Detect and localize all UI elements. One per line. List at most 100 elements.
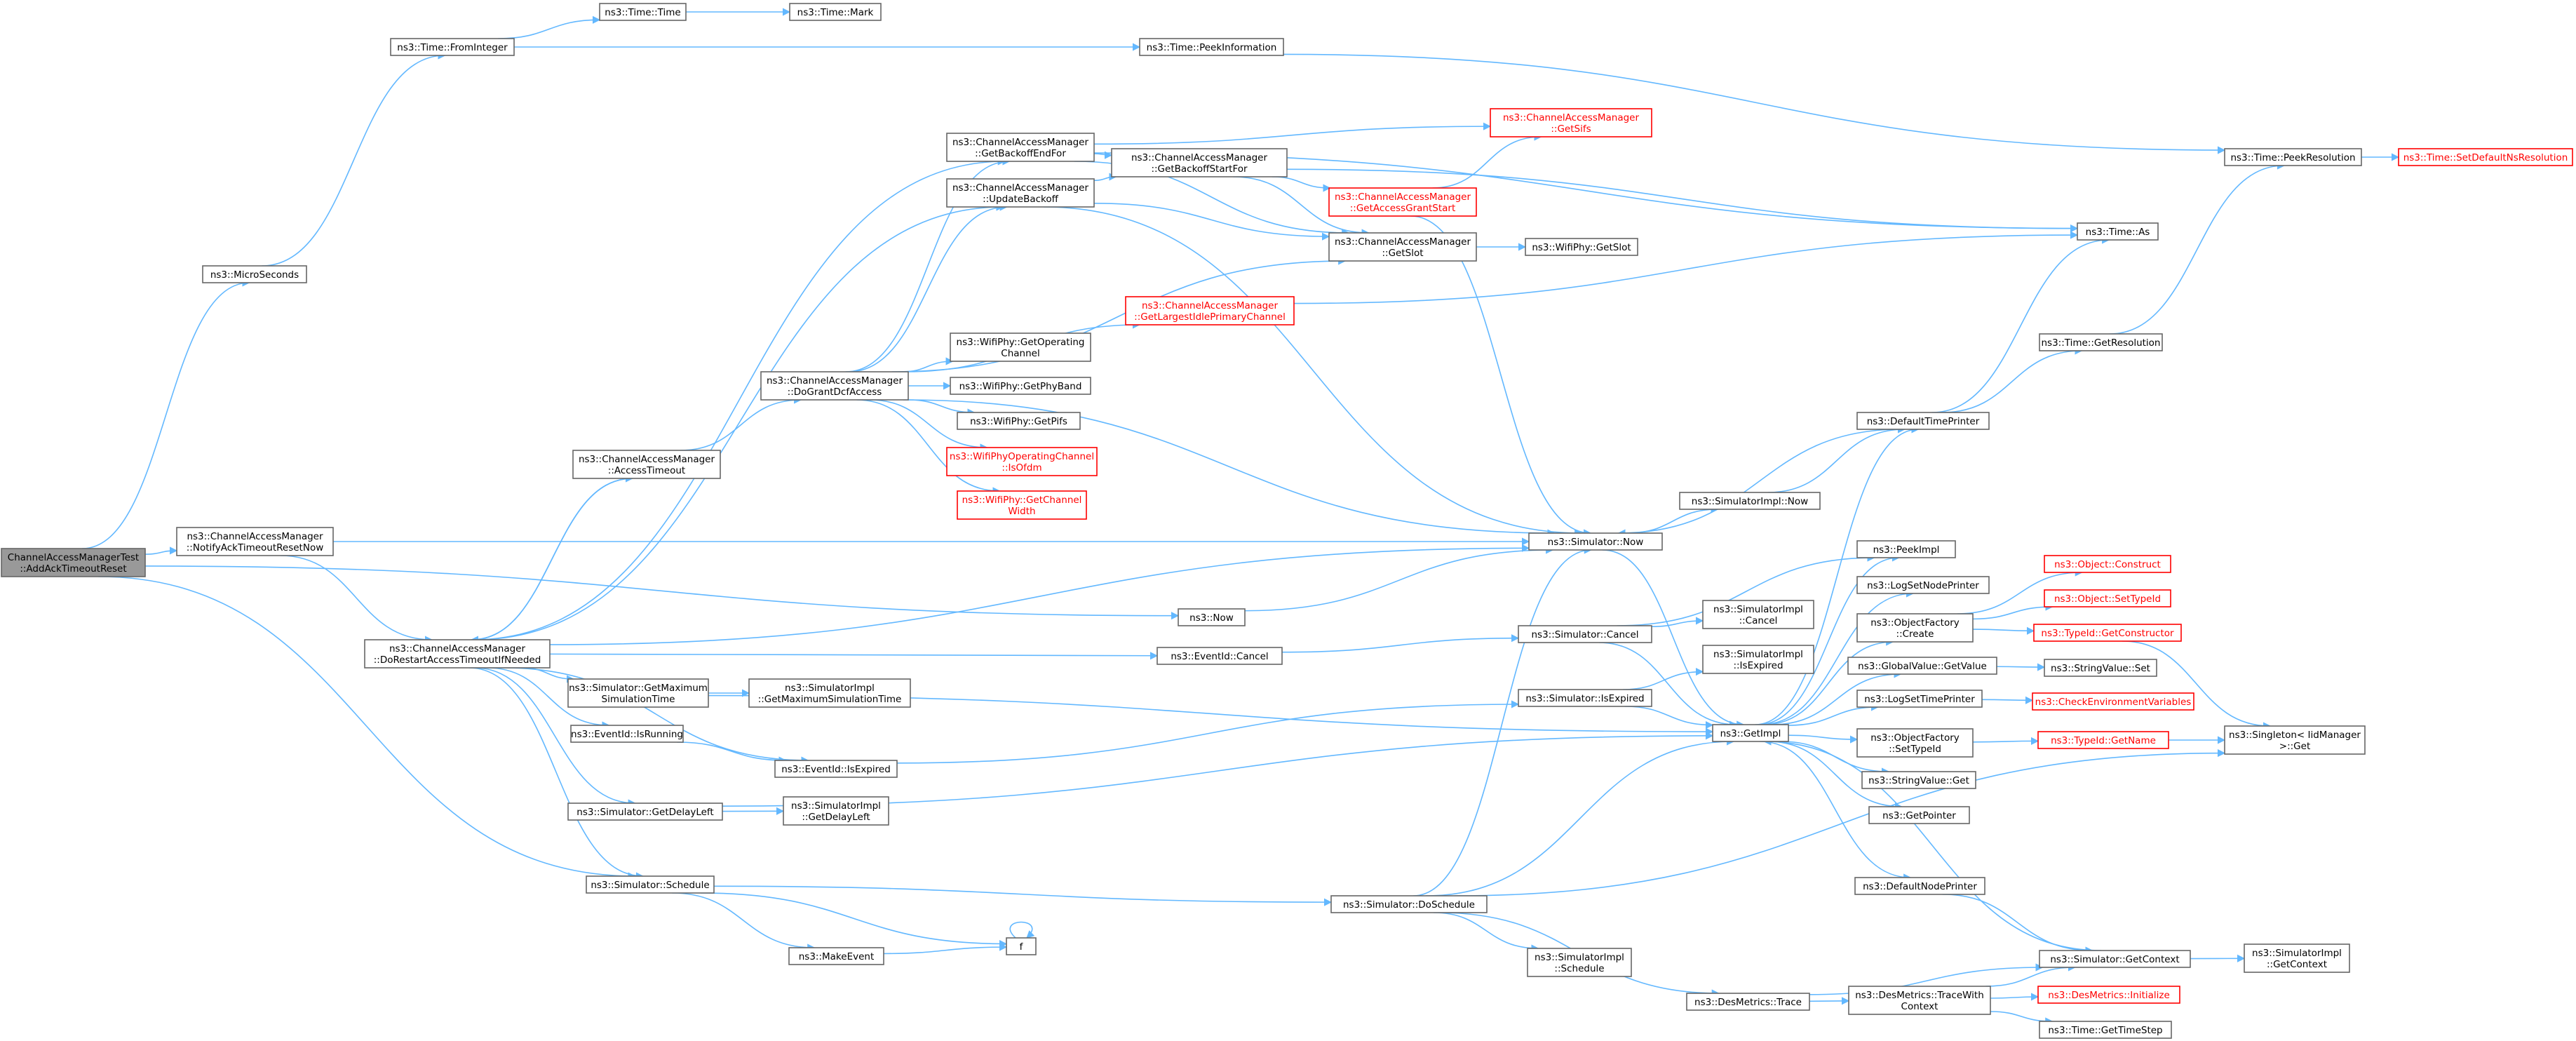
edge-f-to-f	[1009, 921, 1035, 939]
node-getdelayleft[interactable]: ns3::Simulator::GetDelayLeft	[567, 802, 723, 821]
node-accesstimeout[interactable]: ns3::ChannelAccessManager::AccessTimeout	[572, 450, 721, 479]
node-simimplgetmax[interactable]: ns3::SimulatorImpl::GetMaximumSimulation…	[748, 678, 911, 708]
node-box	[2033, 624, 2182, 642]
edge-accesstimeout-to-dogrant	[680, 396, 802, 451]
node-notifyack[interactable]: ns3::ChannelAccessManager::NotifyAckTime…	[176, 527, 334, 556]
node-objfactcreate[interactable]: ns3::ObjectFactory::Create	[1856, 613, 1974, 643]
node-makeevent[interactable]: ns3::MakeEvent	[788, 947, 884, 965]
node-simimplisexp[interactable]: ns3::SimulatorImpl::IsExpired	[1702, 645, 1814, 674]
node-objfactsettype[interactable]: ns3::ObjectFactory::SetTypeId	[1856, 728, 1974, 758]
node-updatebackoff[interactable]: ns3::ChannelAccessManager::UpdateBackoff	[946, 178, 1095, 208]
node-timeas[interactable]: ns3::Time::As	[2077, 222, 2159, 241]
node-box	[2044, 555, 2171, 573]
node-isrunning[interactable]: ns3::EventId::IsRunning	[570, 725, 684, 743]
node-box	[599, 3, 687, 21]
node-eventcancel[interactable]: ns3::EventId::Cancel	[1156, 647, 1283, 665]
node-label: ns3::Object::Construct	[2054, 559, 2161, 570]
node-root[interactable]: ChannelAccessManagerTest::AddAckTimeoutR…	[1, 548, 146, 577]
node-globalvalue[interactable]: ns3::GlobalValue::GetValue	[1847, 657, 1997, 675]
node-getaccessgrant[interactable]: ns3::ChannelAccessManager::GetAccessGran…	[1328, 187, 1477, 217]
edge-getlargest-to-timeas	[1293, 231, 2079, 304]
node-isofdm[interactable]: ns3::WifiPhyOperatingChannel::IsOfdm	[946, 447, 1098, 476]
node-desinit[interactable]: ns3::DesMetrics::Initialize	[2037, 986, 2180, 1004]
edge-updatebackoff-to-getslot	[1093, 203, 1330, 241]
node-simnow[interactable]: ns3::Simulator::Now	[1528, 532, 1663, 551]
node-microseconds[interactable]: ns3::MicroSeconds	[202, 265, 307, 283]
node-dogrant[interactable]: ns3::ChannelAccessManager::DoGrantDcfAcc…	[760, 371, 909, 401]
node-getpifs[interactable]: ns3::WifiPhy::GetPifs	[957, 412, 1081, 430]
node-frominteger[interactable]: ns3::Time::FromInteger	[390, 38, 515, 56]
node-getphyband[interactable]: ns3::WifiPhy::GetPhyBand	[950, 377, 1091, 395]
node-wifigetslot[interactable]: ns3::WifiPhy::GetSlot	[1525, 238, 1638, 256]
node-label: ns3::StringValue::Get	[1868, 775, 1969, 786]
node-box	[2039, 950, 2191, 968]
node-getbackoffstart[interactable]: ns3::ChannelAccessManager::GetBackoffSta…	[1111, 148, 1288, 177]
node-getimpl[interactable]: ns3::GetImpl	[1712, 724, 1789, 742]
node-gettimestep[interactable]: ns3::Time::GetTimeStep	[2039, 1021, 2172, 1039]
node-objconstruct[interactable]: ns3::Object::Construct	[2044, 555, 2171, 573]
node-label: ns3::GetPointer	[1882, 810, 1956, 821]
node-label: ns3::Time::PeekResolution	[2230, 152, 2355, 163]
node-timemark[interactable]: ns3::Time::Mark	[789, 3, 882, 21]
node-label: ns3::ChannelAccessManager	[579, 454, 715, 465]
edge-simnow-to-simimplnow	[1627, 505, 1719, 534]
node-label: ns3::Time::FromInteger	[397, 42, 508, 53]
node-getsifs[interactable]: ns3::ChannelAccessManager::GetSifs	[1490, 108, 1652, 137]
node-simimplsched[interactable]: ns3::SimulatorImpl::Schedule	[1527, 948, 1632, 977]
node-simimplgetctx[interactable]: ns3::SimulatorImpl::GetContext	[2244, 943, 2350, 973]
edge-dogrant-to-isofdm	[869, 399, 988, 452]
node-getbackoffend[interactable]: ns3::ChannelAccessManager::GetBackoffEnd…	[946, 133, 1095, 162]
node-box	[1139, 38, 1284, 56]
node-now[interactable]: ns3::Now	[1178, 608, 1246, 626]
edge-restart-to-eventcancel	[549, 652, 1159, 660]
node-stringget[interactable]: ns3::StringValue::Get	[1861, 771, 1976, 789]
node-label: f	[1020, 941, 1024, 953]
node-getlargest[interactable]: ns3::ChannelAccessManager::GetLargestIdl…	[1125, 296, 1295, 325]
node-typeidgetname[interactable]: ns3::TypeId::GetName	[2037, 731, 2169, 749]
node-peekres[interactable]: ns3::Time::PeekResolution	[2224, 148, 2362, 166]
node-doschedule[interactable]: ns3::Simulator::DoSchedule	[1330, 895, 1488, 913]
node-objsettypeid[interactable]: ns3::Object::SetTypeId	[2044, 589, 2171, 607]
node-simimplgetdelay[interactable]: ns3::SimulatorImpl::GetDelayLeft	[783, 796, 889, 826]
node-simcancel[interactable]: ns3::Simulator::Cancel	[1518, 625, 1652, 643]
node-getmaxsim[interactable]: ns3::Simulator::GetMaximumSimulationTime	[567, 678, 709, 708]
node-checkenv[interactable]: ns3::CheckEnvironmentVariables	[2032, 692, 2194, 711]
node-label: ns3::MakeEvent	[799, 951, 875, 962]
node-setdefaultns[interactable]: ns3::Time::SetDefaultNsResolution	[2398, 148, 2573, 166]
node-stringset[interactable]: ns3::StringValue::Set	[2044, 659, 2157, 677]
node-defaulttimeprinter[interactable]: ns3::DefaultTimePrinter	[1856, 412, 1990, 430]
node-simimplnow[interactable]: ns3::SimulatorImpl::Now	[1679, 492, 1821, 510]
node-getconstructor[interactable]: ns3::TypeId::GetConstructor	[2033, 624, 2182, 642]
node-destrace[interactable]: ns3::DesMetrics::Trace	[1686, 993, 1810, 1011]
edge-dogrant-to-simnow	[903, 399, 1556, 537]
edge-restart-to-eventisexpired	[503, 667, 809, 765]
node-box	[364, 639, 551, 669]
node-schedule[interactable]: ns3::Simulator::Schedule	[586, 875, 715, 894]
node-getpointer[interactable]: ns3::GetPointer	[1868, 806, 1970, 824]
node-simgetcontext[interactable]: ns3::Simulator::GetContext	[2039, 950, 2191, 968]
node-getslot[interactable]: ns3::ChannelAccessManager::GetSlot	[1328, 232, 1477, 262]
edge-getaccessgrant-to-simnow	[1410, 215, 1592, 537]
node-simisexpired[interactable]: ns3::Simulator::IsExpired	[1518, 689, 1652, 707]
node-box	[1868, 806, 1970, 824]
node-timegetres[interactable]: ns3::Time::GetResolution	[2039, 333, 2163, 351]
node-label: ::IsOfdm	[1002, 462, 1041, 474]
node-logsettime[interactable]: ns3::LogSetTimePrinter	[1856, 690, 1983, 708]
node-restart[interactable]: ns3::ChannelAccessManager::DoRestartAcce…	[364, 639, 551, 669]
node-singleton[interactable]: ns3::Singleton< IidManager>::Get	[2224, 725, 2366, 755]
node-peekimpl[interactable]: ns3::PeekImpl	[1856, 540, 1956, 558]
node-timetime[interactable]: ns3::Time::Time	[599, 3, 687, 21]
node-f[interactable]: f	[1006, 937, 1037, 955]
node-defaultnodeprinter[interactable]: ns3::DefaultNodePrinter	[1854, 877, 1985, 895]
node-eventisexpired[interactable]: ns3::EventId::IsExpired	[774, 760, 898, 778]
node-box	[2039, 333, 2163, 351]
node-simimplcancel[interactable]: ns3::SimulatorImpl::Cancel	[1702, 600, 1814, 629]
node-label: ns3::DesMetrics::TraceWith	[1855, 990, 1984, 1001]
node-peekinfo[interactable]: ns3::Time::PeekInformation	[1139, 38, 1284, 56]
node-logsetnode[interactable]: ns3::LogSetNodePrinter	[1856, 576, 1990, 594]
nodes: ChannelAccessManagerTest::AddAckTimeoutR…	[1, 3, 2573, 1039]
